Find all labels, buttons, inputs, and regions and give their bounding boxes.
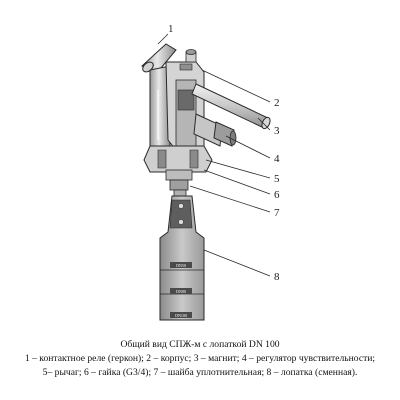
- sensitivity-regulator: [193, 113, 237, 147]
- paddle-mark-dn50: DN50: [176, 263, 186, 268]
- magnet-rod: [191, 83, 271, 130]
- reed-relay: [141, 43, 177, 151]
- lever-and-nut: [143, 145, 213, 191]
- figure-title: Общий вид СПЖ-м с лопаткой DN 100: [120, 339, 280, 350]
- callout-2: 2: [274, 97, 280, 109]
- callout-5: 5: [274, 173, 280, 185]
- callout-3: 3: [274, 125, 280, 137]
- leader-lines: [157, 33, 271, 277]
- legend-line-1: 1 – контактное реле (геркон); 2 – корпус…: [24, 353, 376, 364]
- paddle-mark-dn80: DN80: [176, 289, 186, 294]
- callout-8: 8: [274, 271, 280, 283]
- callout-1: 1: [168, 23, 174, 35]
- figure-caption: Общий вид СПЖ-м с лопаткой DN 100 1 – ко…: [0, 338, 400, 380]
- legend-line-2: 5– рычаг; 6 – гайка (G3/4); 7 – шайба уп…: [42, 367, 358, 378]
- paddle: DN50 DN80 DN100: [159, 195, 205, 321]
- callout-6: 6: [274, 189, 280, 201]
- callout-4: 4: [274, 153, 280, 165]
- callout-7: 7: [274, 207, 280, 219]
- paddle-mark-dn100: DN100: [175, 313, 187, 318]
